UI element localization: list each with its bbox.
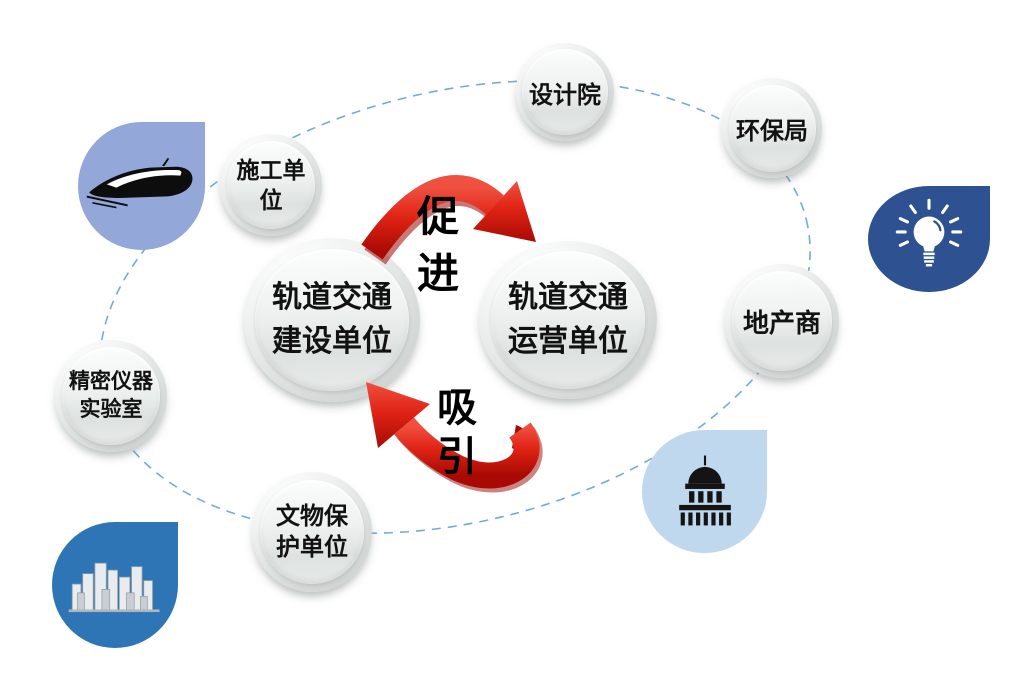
hub-rail-operation-unit: 轨道交通 运营单位 bbox=[479, 241, 657, 399]
lightbulb-badge bbox=[868, 186, 990, 292]
label-line: 位 bbox=[259, 187, 283, 213]
label-line: 地产商 bbox=[742, 307, 821, 338]
hub-rail-construction-label: 轨道交通 建设单位 bbox=[244, 238, 420, 402]
satellite-real-estate-developer: 地产商 bbox=[725, 264, 839, 378]
train-badge bbox=[78, 122, 205, 250]
hub-rail-operation-label: 轨道交通 运营单位 bbox=[479, 241, 657, 399]
label-line: 护单位 bbox=[276, 534, 348, 561]
satellite-construction-label: 施工单 位 bbox=[220, 134, 322, 236]
label-char: 促 bbox=[416, 193, 459, 240]
label-line: 建设单位 bbox=[272, 325, 392, 358]
satellite-construction-unit: 施工单 位 bbox=[220, 134, 322, 236]
satellite-heritage-label: 文物保 护单位 bbox=[252, 472, 372, 592]
satellite-environment-label: 环保局 bbox=[722, 78, 822, 178]
city-skyline-icon bbox=[68, 562, 160, 613]
high-speed-train-icon bbox=[86, 158, 192, 209]
label-line: 轨道交通 bbox=[272, 281, 392, 314]
label-line: 文物保 bbox=[276, 503, 348, 530]
label-char: 引 bbox=[437, 435, 477, 479]
city-badge bbox=[52, 522, 178, 648]
hub-rail-construction-unit: 轨道交通 建设单位 bbox=[244, 238, 420, 402]
attract-label: 吸 引 bbox=[428, 384, 486, 482]
label-line: 施工单 bbox=[236, 157, 306, 183]
label-line: 设计院 bbox=[529, 81, 601, 109]
lightbulb-icon bbox=[895, 198, 963, 267]
government-building-icon bbox=[678, 455, 731, 525]
label-line: 环保局 bbox=[736, 117, 808, 145]
label-line: 运营单位 bbox=[508, 325, 628, 358]
label-line: 轨道交通 bbox=[508, 281, 628, 314]
label-char: 进 bbox=[416, 250, 459, 297]
label-line: 实验室 bbox=[79, 398, 143, 421]
satellite-lab-label: 精密仪器 实验室 bbox=[55, 340, 167, 452]
label-line: 精密仪器 bbox=[69, 370, 153, 393]
satellite-precision-instrument-lab: 精密仪器 实验室 bbox=[55, 340, 167, 452]
government-badge bbox=[642, 430, 767, 553]
label-char: 吸 bbox=[437, 386, 477, 430]
satellite-environment-bureau: 环保局 bbox=[722, 78, 822, 178]
satellite-design-label: 设计院 bbox=[516, 43, 614, 141]
satellite-developer-label: 地产商 bbox=[725, 264, 839, 378]
satellite-design-institute: 设计院 bbox=[516, 43, 614, 141]
promote-label: 促 进 bbox=[408, 188, 468, 302]
satellite-heritage-protection-unit: 文物保 护单位 bbox=[252, 472, 372, 592]
